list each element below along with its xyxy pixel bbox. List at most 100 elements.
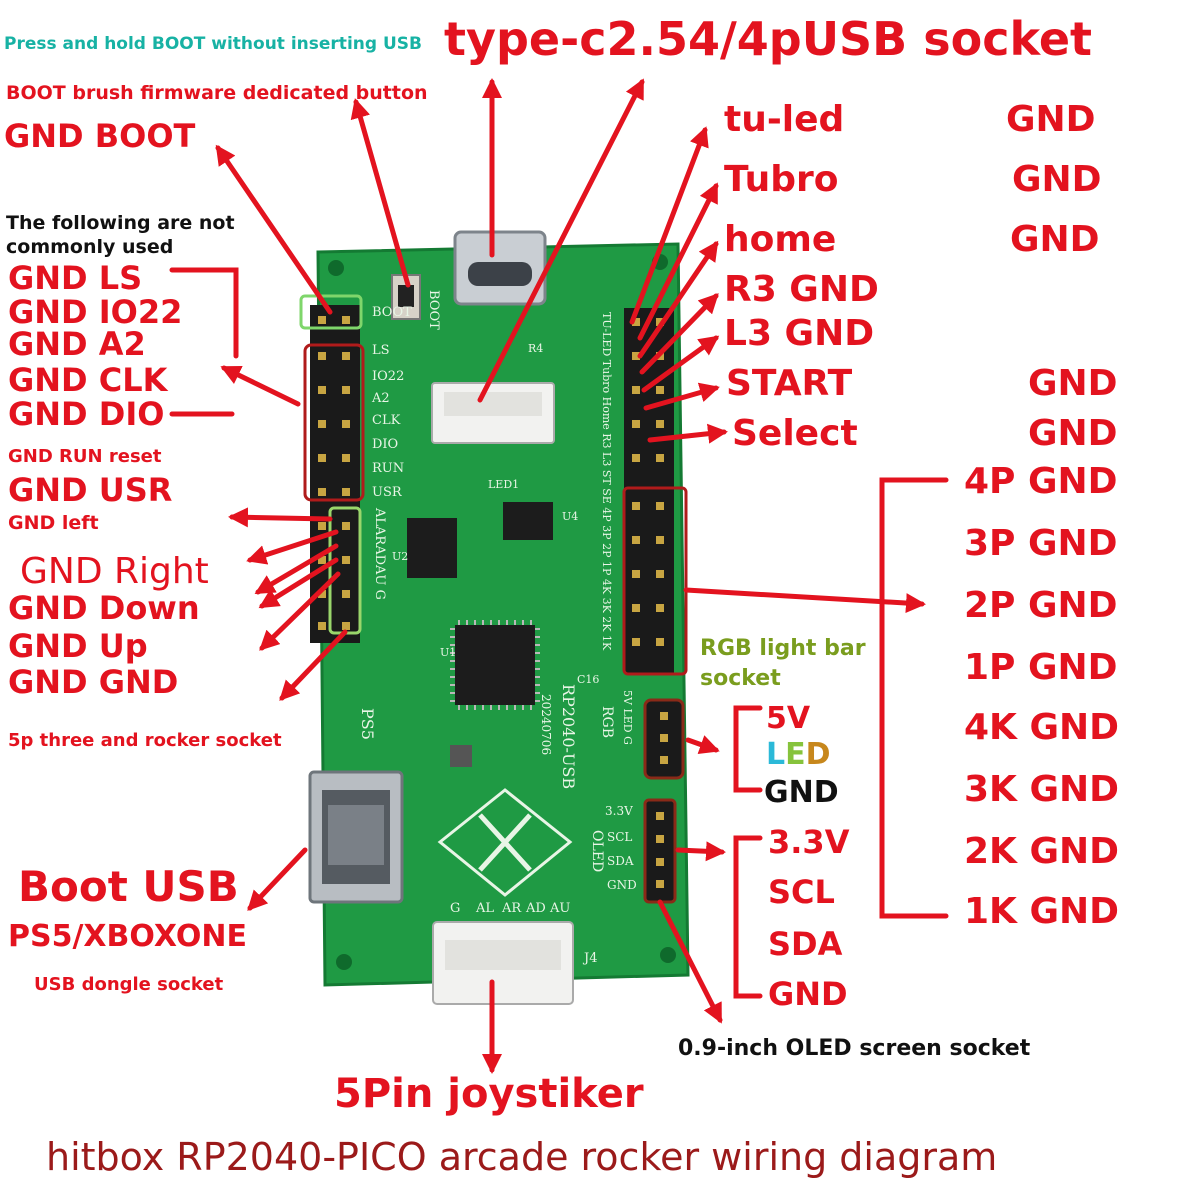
r3-label: R3 GND xyxy=(724,269,879,310)
svg-text:BOOT: BOOT xyxy=(372,305,412,320)
func-label-home: home xyxy=(724,219,837,260)
action-label-4p: 4P GND xyxy=(964,461,1118,502)
svg-text:OLED: OLED xyxy=(589,830,605,872)
down-dir-label: GND Down xyxy=(8,589,200,627)
svg-text:DIO: DIO xyxy=(372,437,398,452)
svg-text:A2: A2 xyxy=(371,391,390,406)
select-label: Select xyxy=(732,413,858,454)
boot-usb-label: Boot USB xyxy=(18,862,239,911)
oled-gnd-label: GND xyxy=(768,975,848,1013)
svg-text:U2: U2 xyxy=(392,550,408,563)
svg-text:RGB: RGB xyxy=(599,706,615,738)
svg-text:U4: U4 xyxy=(562,510,578,523)
action-label-1p: 1P GND xyxy=(964,647,1118,688)
uncommon-note-line-1: The following are not xyxy=(6,212,235,234)
joystick-label: 5Pin joystiker xyxy=(334,1071,644,1117)
action-label-3k: 3K GND xyxy=(964,769,1120,810)
svg-text:PS5: PS5 xyxy=(358,708,377,740)
usb-socket-label: type-c2.54/4pUSB socket xyxy=(444,12,1093,66)
rgb-header xyxy=(643,698,685,780)
ps5-xboxone-label: PS5/XBOXONE xyxy=(8,919,248,954)
oled-scl-label: SCL xyxy=(768,873,835,911)
rgb-gnd-label: GND xyxy=(764,775,839,810)
pin-label-clk: GND CLK xyxy=(8,361,168,399)
action-label-4k: 4K GND xyxy=(964,707,1120,748)
svg-text:LS: LS xyxy=(372,343,390,358)
start-gnd-label: GND xyxy=(1028,363,1118,404)
usb-4pin-socket xyxy=(431,382,555,444)
pin-label-a2: GND A2 xyxy=(8,325,146,363)
svg-text:G: G xyxy=(450,901,460,916)
l3-label: L3 GND xyxy=(724,313,875,354)
pin-label-dio: GND DIO xyxy=(8,395,165,433)
oled-sda-label: SDA xyxy=(768,925,843,963)
action-label-3p: 3P GND xyxy=(964,523,1118,564)
uncommon-note-line-2: commonly used xyxy=(6,236,174,258)
svg-text:U1: U1 xyxy=(440,646,456,659)
usb-c-port xyxy=(453,230,547,306)
left-dir-label: GND left xyxy=(8,512,99,534)
func-gnd-tubro: GND xyxy=(1012,159,1102,200)
run-reset-label: GND RUN reset xyxy=(8,446,162,467)
pin-label-io22: GND IO22 xyxy=(8,293,183,331)
oled-3v3-label: 3.3V xyxy=(768,823,850,861)
boot-button-label: BOOT brush firmware dedicated button xyxy=(6,82,428,104)
svg-text:ALARADAU G: ALARADAU G xyxy=(372,507,387,600)
svg-text:SDA: SDA xyxy=(607,854,634,868)
diagram-title: hitbox RP2040-PICO arcade rocker wiring … xyxy=(46,1135,998,1179)
svg-text:USR: USR xyxy=(372,485,403,500)
svg-text:J4: J4 xyxy=(582,951,597,966)
rocker-socket-label: 5p three and rocker socket xyxy=(8,730,282,751)
svg-text:IO22: IO22 xyxy=(372,369,404,384)
usb-a-port xyxy=(308,770,404,904)
action-label-2p: 2P GND xyxy=(964,585,1118,626)
gnd-gnd-label: GND GND xyxy=(8,663,179,701)
xj-logo xyxy=(437,788,573,897)
svg-text:SCL: SCL xyxy=(607,830,632,844)
right-pin-header xyxy=(622,308,688,676)
svg-text:RUN: RUN xyxy=(372,461,404,476)
svg-text:BOOT: BOOT xyxy=(426,290,441,330)
svg-text:GND: GND xyxy=(607,878,637,892)
select-gnd-label: GND xyxy=(1028,413,1118,454)
up-dir-label: GND Up xyxy=(8,627,148,665)
svg-text:AU: AU xyxy=(549,901,570,916)
boot-hint-note: Press and hold BOOT without inserting US… xyxy=(4,34,422,54)
svg-text:R4: R4 xyxy=(528,342,543,355)
annotation-arrows xyxy=(169,78,949,1074)
func-gnd-tu-led: GND xyxy=(1006,99,1096,140)
svg-text:5V LED G: 5V LED G xyxy=(621,690,634,745)
svg-text:TU-LED Tubro Home R3 L3 ST SE: TU-LED Tubro Home R3 L3 ST SE 4P 3P 2P 1… xyxy=(600,312,613,651)
func-gnd-home: GND xyxy=(1010,219,1100,260)
left-pin-header xyxy=(299,294,365,643)
right-dir-label: GND Right xyxy=(20,551,209,592)
action-label-2k: 2K GND xyxy=(964,831,1120,872)
start-label: START xyxy=(726,363,853,404)
action-label-1k: 1K GND xyxy=(964,891,1120,932)
rgb-note-line-1: RGB light bar xyxy=(700,636,866,661)
rgb-note-line-2: socket xyxy=(700,666,781,691)
chips xyxy=(407,502,553,767)
usr-label: GND USR xyxy=(8,471,173,509)
rgb-led-label: LED xyxy=(766,737,831,772)
svg-text:AR: AR xyxy=(501,901,522,916)
svg-text:C16: C16 xyxy=(577,673,599,686)
svg-text:LED1: LED1 xyxy=(488,478,519,491)
svg-text:RP2040-USB: RP2040-USB xyxy=(559,684,578,789)
svg-text:AL: AL xyxy=(475,901,494,916)
svg-text:3.3V: 3.3V xyxy=(605,804,633,818)
oled-note: 0.9-inch OLED screen socket xyxy=(678,1036,1031,1061)
joystick-5pin-socket xyxy=(432,921,574,1005)
pin-label-ls: GND LS xyxy=(8,259,143,297)
usb-dongle-label: USB dongle socket xyxy=(34,974,224,995)
func-label-tubro: Tubro xyxy=(724,159,839,200)
svg-text:AD: AD xyxy=(525,901,546,916)
func-label-tu-led: tu-led xyxy=(724,99,845,140)
rgb-5v-label: 5V xyxy=(766,701,811,736)
pcb-silkscreen: BOOT LS IO22 A2 CLK DIO RUN USR BOOT ALA… xyxy=(358,290,637,966)
oled-header xyxy=(643,798,677,904)
boot-button xyxy=(391,274,421,320)
svg-text:CLK: CLK xyxy=(372,413,401,428)
svg-text:20240706: 20240706 xyxy=(539,694,553,755)
